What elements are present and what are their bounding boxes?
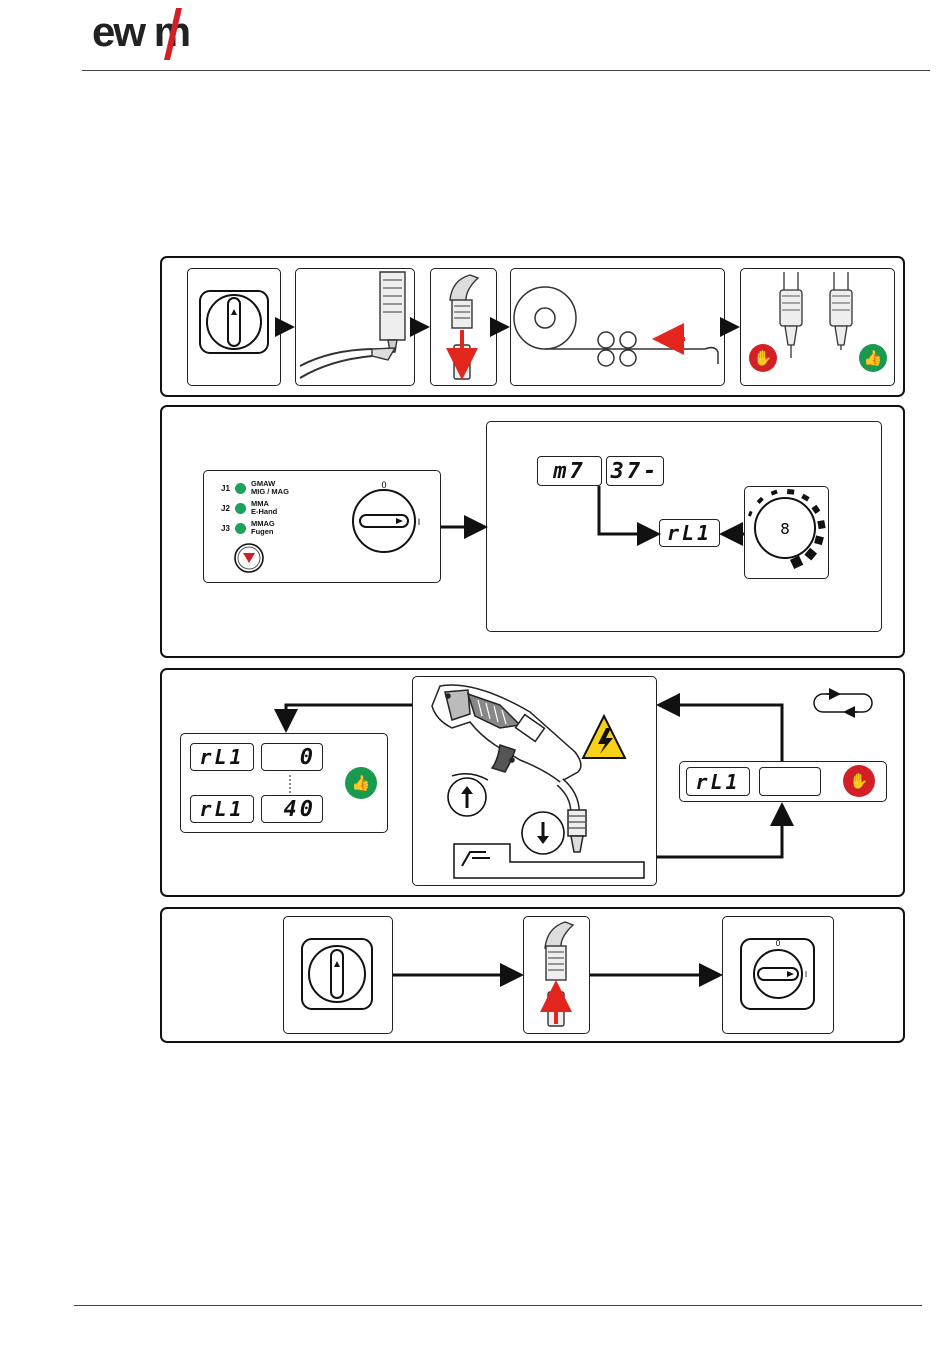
rotary-switch-on-icon-final: 0 I xyxy=(741,939,814,1009)
switch-mark-off: 0 xyxy=(776,939,781,948)
torch-up-button-icon xyxy=(448,774,488,816)
switch-mark-off: 0 xyxy=(381,480,386,490)
rotary-switch-on-icon: 0 I xyxy=(353,480,420,552)
loop-icon xyxy=(814,694,872,712)
rotary-switch-off-icon-final xyxy=(302,939,372,1009)
adjust-knob-icon: 8 xyxy=(748,489,826,569)
rotary-switch-off-icon xyxy=(200,291,268,353)
switch-mark-on: I xyxy=(418,517,421,527)
mount-nozzle-icon xyxy=(545,922,573,1026)
wire-cutter-icon xyxy=(300,272,405,378)
torch-down-button-icon xyxy=(522,812,564,854)
torch-tips-icon xyxy=(780,272,852,358)
display-connector xyxy=(599,486,744,534)
switch-mark-on: I xyxy=(805,970,807,979)
remove-nozzle-icon xyxy=(450,275,478,379)
knob-center-mark: 8 xyxy=(780,520,790,538)
down-arrow-button-icon xyxy=(235,544,263,572)
high-voltage-warning-icon xyxy=(583,716,625,758)
wire-feed-icon xyxy=(514,287,718,366)
footer-rule xyxy=(74,1305,922,1306)
